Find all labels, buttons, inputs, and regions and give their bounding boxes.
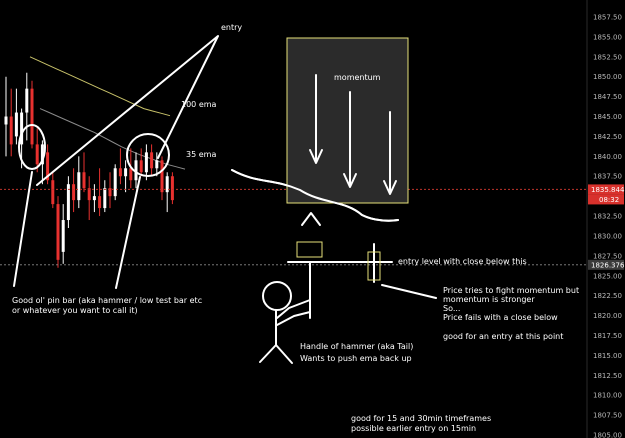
label-good-entry: good for an entry at this point (443, 332, 563, 341)
price-tick-label: 1855.00 (593, 33, 622, 41)
stick-figure-arms (276, 299, 311, 326)
price-tick-label: 1820.00 (593, 312, 622, 320)
label-momentum: momentum (334, 73, 381, 82)
label-handle-2: Wants to push ema back up (300, 354, 412, 363)
price-tick-label: 1807.50 (593, 412, 622, 420)
label-entry: entry (221, 23, 242, 32)
candle-bear (160, 160, 164, 193)
label-ema-100: 100 ema (181, 100, 217, 109)
momentum-arrow-1-tip (309, 149, 323, 164)
candle-bull (66, 184, 70, 221)
price-tick-label: 1825.00 (593, 272, 622, 280)
candle-bull (14, 112, 18, 137)
candle-bear (51, 180, 55, 205)
price-tick-label: 1850.00 (593, 73, 622, 81)
candle-bull (124, 168, 128, 177)
countdown-value: 08:32 (599, 196, 619, 204)
candle-bull (92, 196, 96, 201)
price-tick-label: 1857.50 (593, 14, 622, 22)
countdown-badge-bg (588, 194, 624, 205)
momentum-arrows (231, 74, 399, 222)
momentum-box (286, 37, 409, 204)
candle-bull (144, 152, 148, 173)
pin-bar-circle (18, 124, 46, 170)
price-tick-label: 1810.00 (593, 392, 622, 400)
upward-caret (301, 212, 321, 226)
candle-bear (9, 116, 13, 145)
price-tick-label: 1830.00 (593, 232, 622, 240)
candle-bear (82, 172, 86, 189)
candle-bear (150, 152, 154, 169)
price-tick-label: 1827.50 (593, 252, 622, 260)
label-price-fights-2: momentum is stronger (443, 295, 535, 304)
candle-bear (30, 88, 34, 145)
candle-bear (72, 184, 76, 201)
candle-bull (61, 220, 65, 252)
label-price-fights-4: Price fails with a close below (443, 313, 558, 322)
stick-figure-legs (259, 344, 293, 364)
candle-bear (129, 168, 133, 181)
pin-bar-pointer (13, 171, 33, 287)
price-tick-label: 1837.50 (593, 173, 622, 181)
current-price-badge-bg (588, 184, 624, 195)
price-tick-label: 1842.50 (593, 133, 622, 141)
price-tick-label: 1812.50 (593, 372, 622, 380)
candle-bear (98, 196, 102, 209)
candle-bear (35, 144, 39, 165)
candle-bear (118, 168, 122, 177)
candle-bear (87, 188, 91, 201)
candle-bull (134, 160, 138, 181)
label-handle-1: Handle of hammer (aka Tail) (300, 342, 413, 351)
candle-bull (155, 160, 159, 169)
price-tick-label: 1832.50 (593, 213, 622, 221)
squiggle-over-box (231, 169, 399, 222)
entry-pointer-lines (36, 35, 219, 186)
price-tick-label: 1805.00 (593, 432, 622, 438)
marked-level-badge-bg (588, 259, 624, 270)
candle-bear (170, 176, 174, 201)
marked-level-value: 1826.376 (591, 261, 625, 269)
label-entry-level: entry level with close below this (398, 257, 527, 266)
price-tick-label: 1817.50 (593, 332, 622, 340)
candle-bull (103, 188, 107, 209)
price-fights-pointer (381, 284, 437, 299)
label-ema-35: 35 ema (186, 150, 216, 159)
current-price-badge: 1835.844 08:32 (588, 184, 625, 205)
price-axis-ticks: 1857.50 1855.00 1852.50 1850.00 1847.50 1845.… (593, 14, 622, 438)
ema-100-line (29, 56, 171, 117)
candle-bull (20, 112, 24, 145)
price-tick-label: 1847.50 (593, 93, 622, 101)
candle-bear (139, 160, 143, 173)
candle-bear (56, 204, 60, 260)
label-pin-bar-2: or whatever you want to call it) (12, 306, 138, 315)
candle-bull (40, 144, 44, 165)
candle-bull (113, 168, 117, 197)
momentum-arrow-3-tip (383, 180, 397, 195)
close-below-box (367, 251, 381, 281)
momentum-arrow-2-tip (343, 173, 357, 188)
price-tick-label: 1822.50 (593, 292, 622, 300)
retest-pointer (115, 176, 141, 289)
candle-bull (25, 88, 29, 113)
label-price-fights-3: So... (443, 304, 460, 313)
candle-bear (108, 188, 112, 197)
candle-bull (4, 116, 8, 125)
price-tick-label: 1852.50 (593, 53, 622, 61)
marked-level-badge: 1826.376 (588, 259, 625, 270)
label-price-fights-1: Price tries to fight momentum but (443, 286, 579, 295)
candle-bear (46, 152, 50, 181)
price-tick-label: 1840.00 (593, 153, 622, 161)
label-timeframes-2: possible earlier entry on 15min (351, 424, 476, 433)
hammer-head-box (296, 241, 323, 258)
price-tick-label: 1815.00 (593, 352, 622, 360)
label-timeframes-1: good for 15 and 30min timeframes (351, 414, 491, 423)
label-pin-bar-1: Good ol' pin bar (aka hammer / low test … (12, 296, 202, 305)
candle-bull (77, 172, 81, 201)
retest-circle (126, 133, 170, 177)
candle-bull (165, 176, 169, 193)
price-tick-label: 1845.00 (593, 113, 622, 121)
current-price-value: 1835.844 (591, 186, 625, 194)
